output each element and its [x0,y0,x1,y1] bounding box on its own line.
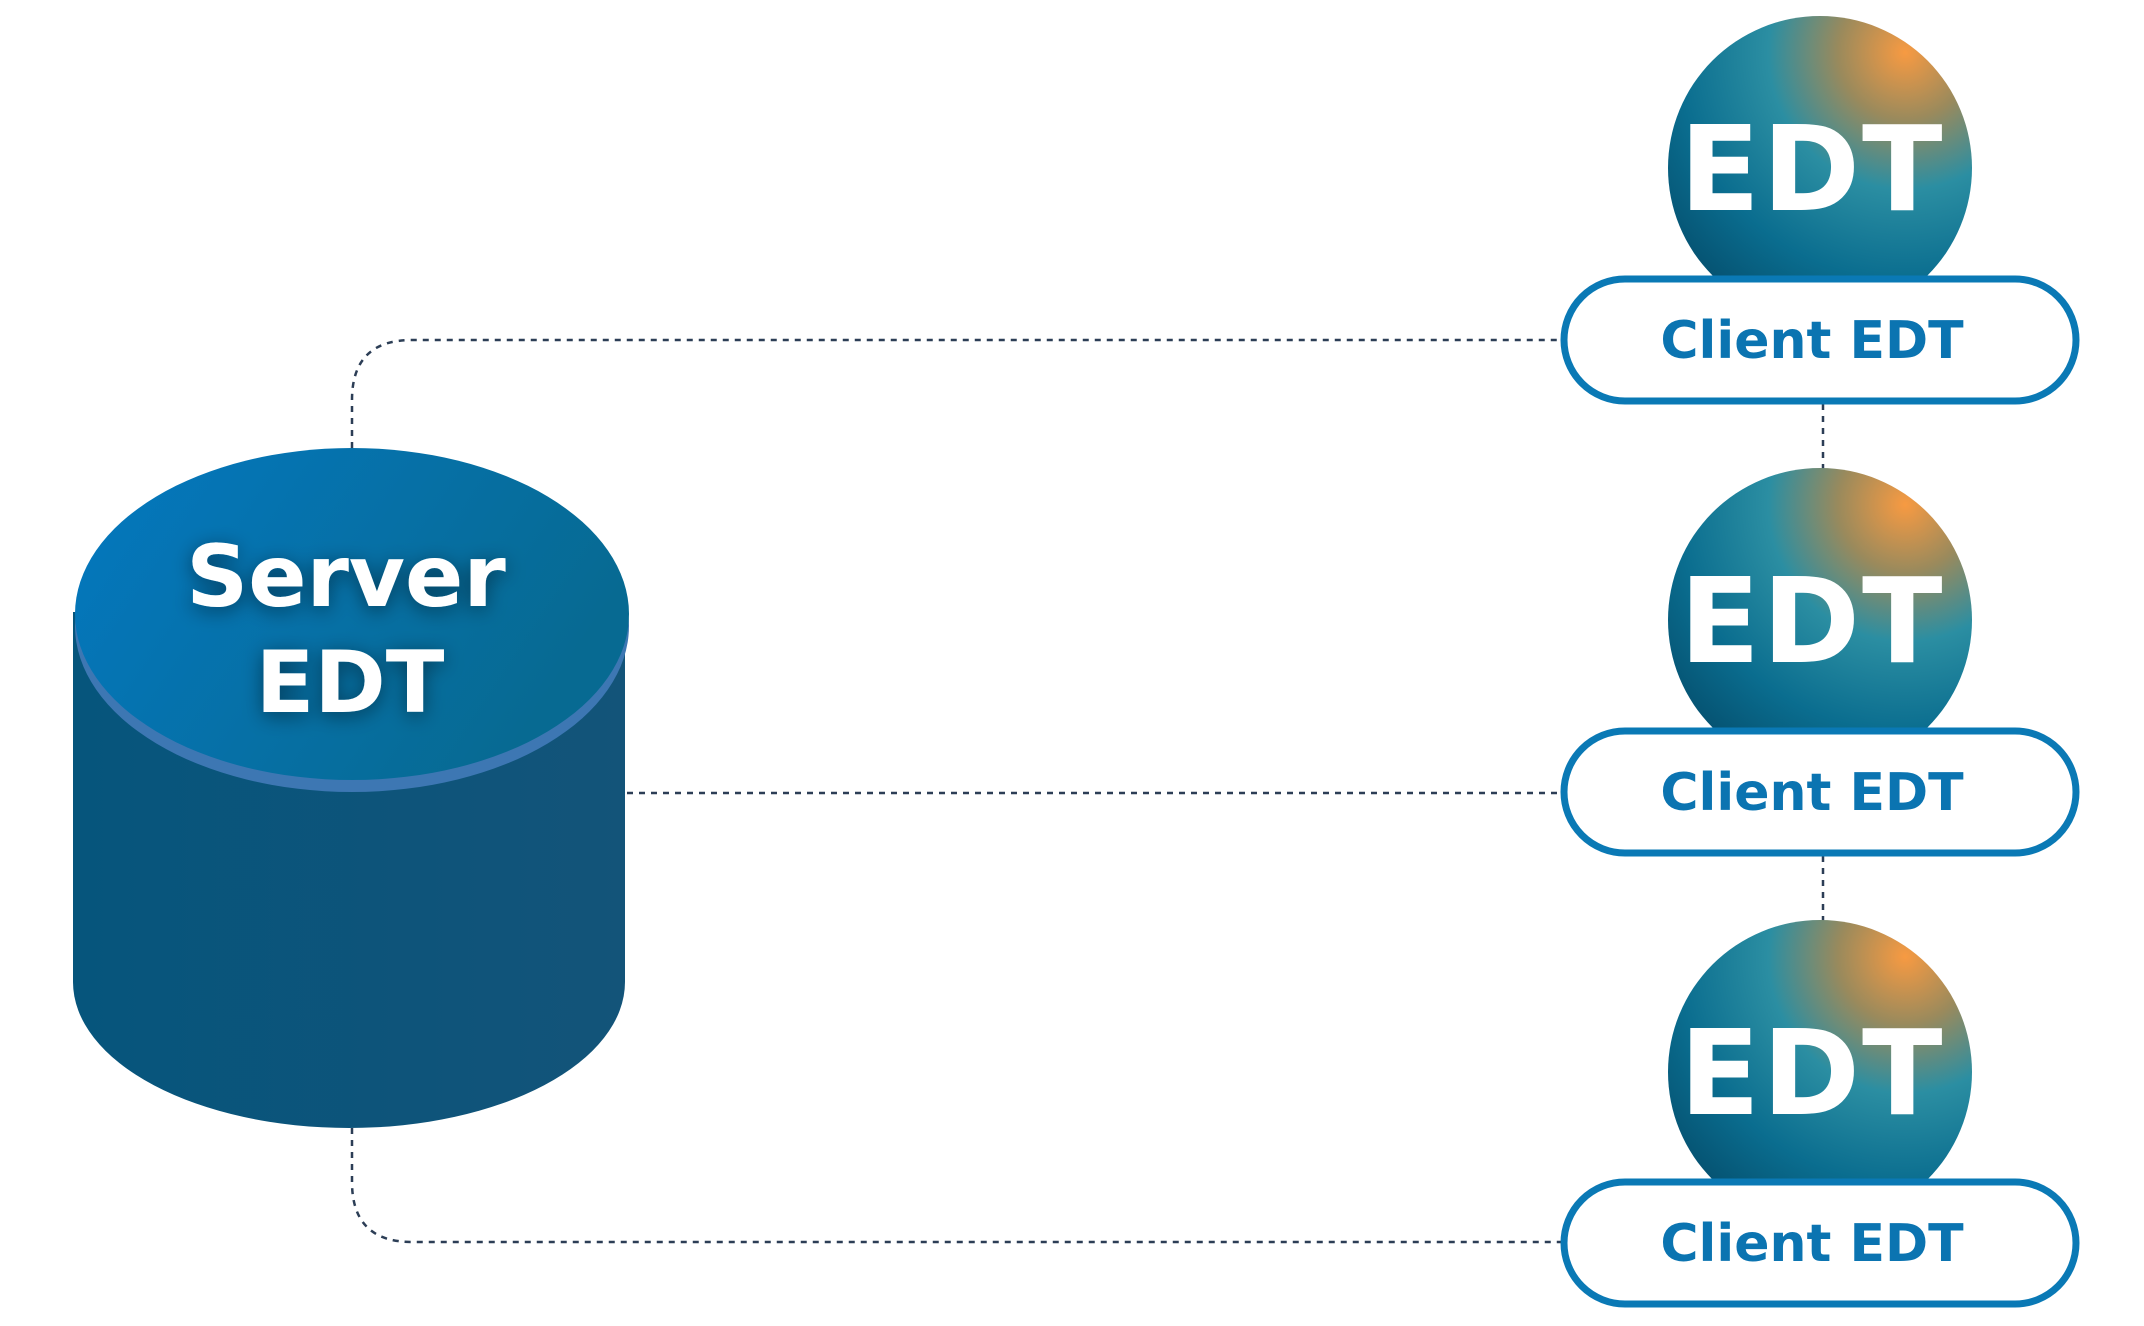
client-label-pill [1560,1178,2080,1308]
connector-bottom [350,1128,1562,1244]
edt-logo-text: EDT [1679,1004,1944,1142]
server-label-line2: EDT [256,633,445,733]
edt-logo-circle [1668,16,1972,320]
client-node-2: EDT Client EDT [1560,468,2080,857]
connector-top [350,338,1562,448]
client-node-1: EDT Client EDT [1560,16,2080,405]
client-label: Client EDT [1660,311,1964,371]
edt-logo-circle [1668,920,1972,1224]
server-label-line1: Server [186,527,506,627]
server-cylinder: Server EDT [73,448,629,1128]
client-label: Client EDT [1660,1214,1964,1274]
client-label: Client EDT [1660,763,1964,823]
connectors [350,338,1825,1244]
cylinder-top [75,448,629,780]
client-node-3: EDT Client EDT [1560,920,2080,1308]
client-label-pill [1560,275,2080,405]
edt-logo-text: EDT [1679,552,1944,690]
client-label-pill [1560,727,2080,857]
edt-logo-circle [1668,468,1972,772]
edt-logo-text: EDT [1679,100,1944,238]
